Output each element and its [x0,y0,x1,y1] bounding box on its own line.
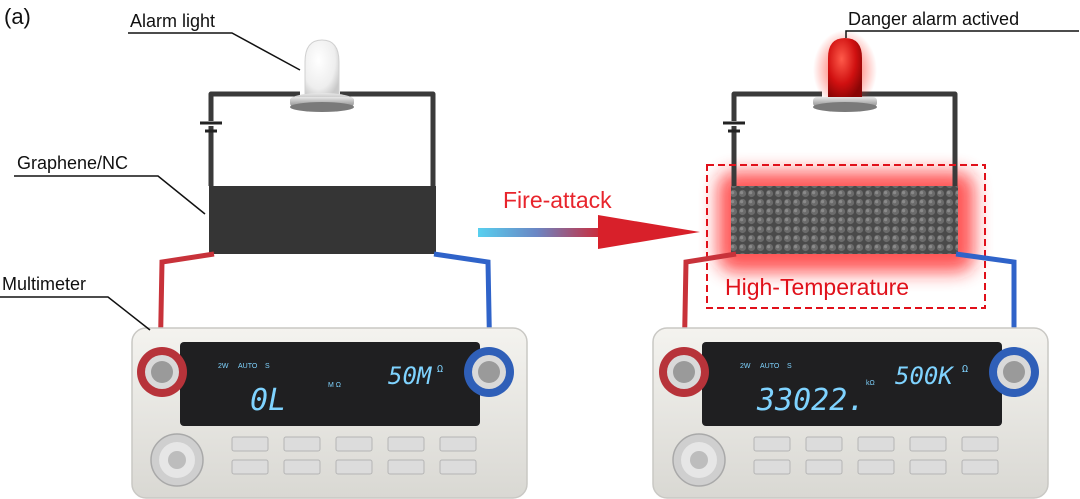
right-mode-s: S [787,363,792,370]
right-button-grid [753,436,999,475]
blue-probe-socket [464,347,514,397]
fire-attack-arrow: Fire-attack [478,187,700,249]
red-probe-socket [137,347,187,397]
high-temperature-box [706,164,986,309]
blue-probe-socket-right [989,347,1039,397]
left-mid-mark: M Ω [328,382,341,389]
label-graphene: Graphene/NC [17,153,128,173]
right-mode-2w: 2W [740,363,751,370]
right-reading-unit: kΩ [866,380,875,387]
left-mode-auto: AUTO [238,363,258,370]
left-mode-s: S [265,363,270,370]
right-range-unit: Ω [962,364,968,375]
left-callouts: Alarm light Graphene/NC Multimeter [0,11,301,331]
label-alarm-light: Alarm light [130,11,215,31]
dpad-control [150,433,204,487]
danger-alarm-light-icon [813,30,877,112]
right-mode-auto: AUTO [760,363,780,370]
right-callouts: Danger alarm actived [845,9,1079,38]
right-range: 500K [895,362,954,390]
left-circuit-wires [208,91,436,186]
graphene-block [209,186,436,254]
left-setup: 2W AUTO S 0L M Ω 50M Ω [131,39,528,499]
panel-label: (a) [4,4,31,29]
right-circuit-wires [731,91,958,186]
battery-icon-right [723,121,745,133]
left-range-unit: Ω [437,364,443,375]
red-probe-socket-right [659,347,709,397]
left-button-grid [231,436,477,475]
fire-attack-label: Fire-attack [503,187,612,213]
label-danger-alarm: Danger alarm actived [848,9,1019,29]
right-multimeter: 2W AUTO S 33022. kΩ 500K Ω [652,327,1049,499]
battery-icon [200,121,222,133]
left-range: 50M [388,362,433,390]
right-setup: High-Temperature 2W AUTO S 33022. kΩ 500… [652,30,1049,499]
left-mode-2w: 2W [218,363,229,370]
alarm-light-icon [290,39,354,112]
label-multimeter: Multimeter [2,274,86,294]
left-reading: 0L [250,383,286,418]
label-high-temperature: High-Temperature [725,274,909,300]
left-multimeter: 2W AUTO S 0L M Ω 50M Ω [131,327,528,499]
dpad-control-right [672,433,726,487]
graphene-block-burnt [731,186,958,254]
right-reading: 33022. [756,383,865,418]
